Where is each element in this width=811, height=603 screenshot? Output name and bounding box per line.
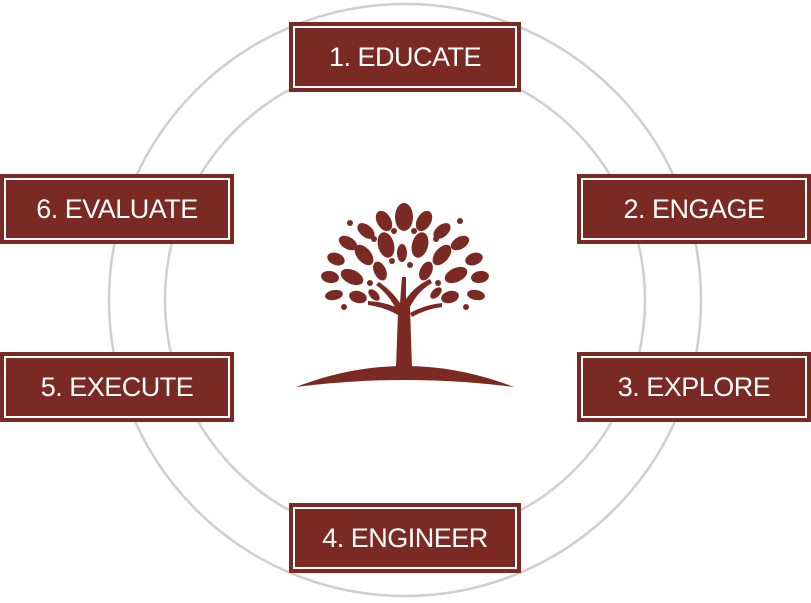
- step-engage-label: 2. ENGAGE: [623, 193, 765, 224]
- outer-ring: [107, 2, 703, 598]
- step-evaluate-label: 6. EVALUATE: [36, 193, 198, 224]
- step-explore: 3. EXPLORE: [577, 352, 811, 422]
- step-educate-label: 1. EDUCATE: [328, 41, 482, 72]
- step-engage-frame: 2. ENGAGE: [581, 178, 807, 240]
- step-execute: 5. EXECUTE: [0, 352, 234, 422]
- step-explore-frame: 3. EXPLORE: [581, 356, 807, 418]
- step-execute-label: 5. EXECUTE: [40, 371, 194, 402]
- step-engineer: 4. ENGINEER: [289, 503, 521, 573]
- step-explore-label: 3. EXPLORE: [617, 371, 771, 402]
- step-engineer-label: 4. ENGINEER: [322, 522, 488, 553]
- tree-icon: [296, 203, 514, 387]
- step-engage: 2. ENGAGE: [577, 174, 811, 244]
- step-engineer-frame: 4. ENGINEER: [293, 507, 517, 569]
- step-educate-frame: 1. EDUCATE: [293, 26, 517, 88]
- step-execute-frame: 5. EXECUTE: [4, 356, 230, 418]
- step-evaluate: 6. EVALUATE: [0, 174, 234, 244]
- step-educate: 1. EDUCATE: [289, 22, 521, 92]
- step-evaluate-frame: 6. EVALUATE: [4, 178, 230, 240]
